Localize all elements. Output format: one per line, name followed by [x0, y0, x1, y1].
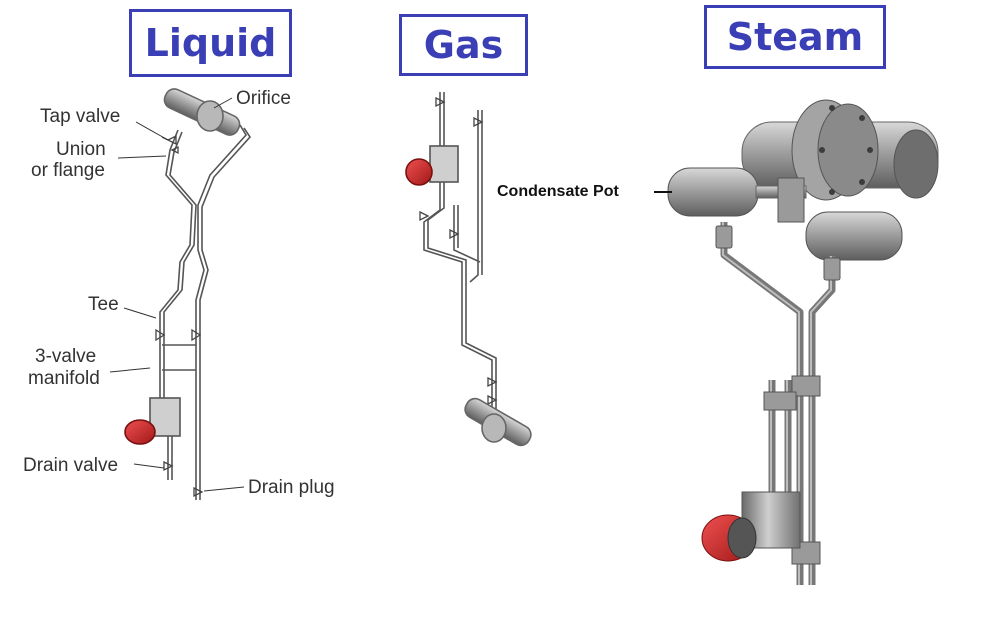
condensate-pot-left: [667, 167, 759, 217]
condensate-pot-right: [805, 211, 903, 261]
manifold-label-line1: 3-valve: [35, 346, 97, 367]
manifold-label-line2: manifold: [28, 368, 100, 389]
drain-valve-label: Drain valve: [23, 455, 119, 476]
condensate-pot-label: Condensate Pot: [497, 183, 619, 200]
tap-valve-label: Tap valve: [40, 106, 121, 127]
tee-label: Tee: [88, 294, 119, 315]
liquid-diagram: [109, 88, 252, 500]
liquid-transmitter-icon: [124, 419, 156, 445]
liquid-title: Liquid: [129, 9, 292, 77]
union-label: Union: [56, 139, 106, 160]
orifice-pipe: [163, 88, 241, 136]
drain-plug-label: Drain plug: [248, 477, 335, 498]
gas-diagram: [405, 92, 532, 447]
gas-transmitter-icon: [405, 158, 433, 186]
gas-title: Gas: [399, 14, 528, 76]
gas-manifold-icon: [429, 145, 459, 183]
steam-diagram: [654, 99, 939, 585]
orifice-label: Orifice: [236, 88, 291, 109]
flange-label: or flange: [31, 160, 105, 181]
steam-title: Steam: [704, 5, 886, 69]
